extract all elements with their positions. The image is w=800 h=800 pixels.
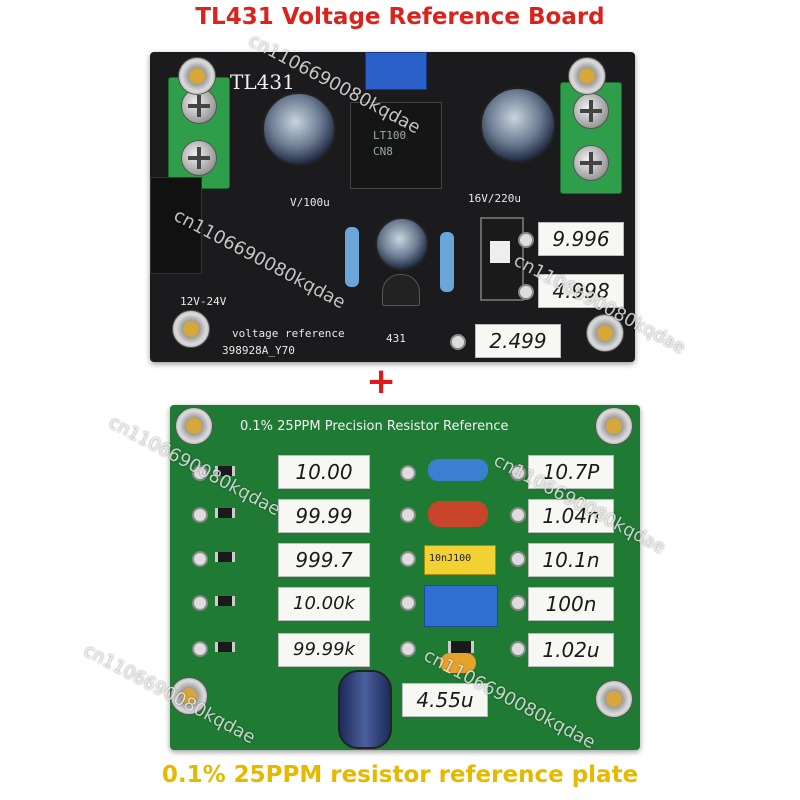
- test-pad-icon: [400, 465, 416, 481]
- right-terminal-block: [560, 82, 622, 194]
- capacitor-label: 100n: [528, 587, 614, 621]
- resistor-label: 10.00k: [278, 587, 370, 621]
- standoff-icon: [172, 310, 210, 348]
- terminal-screw-icon: [181, 140, 217, 176]
- capacitor-label: 1.04n: [528, 499, 614, 533]
- box-capacitor-icon: [424, 585, 498, 627]
- standoff-icon: [178, 57, 216, 95]
- film-capacitor-icon: 10nJ100: [424, 545, 496, 575]
- capacitor-label: 10.7P: [528, 455, 614, 489]
- silk-cap-left: V/100u: [290, 196, 330, 209]
- test-pad-icon: [510, 507, 526, 523]
- resistor-icon: [345, 227, 359, 287]
- chip-text-line2: CN8: [373, 145, 393, 158]
- resistor-icon: [440, 232, 454, 292]
- tantalum-capacitor-icon: [440, 653, 476, 673]
- plus-sign: +: [366, 361, 397, 402]
- ceramic-capacitor-icon: [428, 459, 488, 481]
- silk-cap-right: 16V/220u: [468, 192, 521, 205]
- voltage-label-5v: 4.998: [538, 274, 624, 308]
- dc-jack: [150, 177, 202, 274]
- test-pad-icon: [518, 284, 534, 300]
- trimmer-potentiometer: [365, 52, 427, 90]
- voltage-label-10v: 9.996: [538, 222, 624, 256]
- smd-resistor-icon: [215, 466, 235, 476]
- cap-marking: 10nJ100: [429, 553, 472, 564]
- silk-431: 431: [386, 332, 406, 345]
- electrolytic-capacitor-icon: [480, 87, 556, 163]
- standoff-icon: [595, 407, 633, 445]
- top-title: TL431 Voltage Reference Board: [195, 4, 605, 30]
- resistor-label: 99.99: [278, 499, 370, 533]
- silk-input-voltage: 12V-24V: [180, 295, 227, 308]
- smd-resistor-icon: [215, 552, 235, 562]
- test-pad-icon: [400, 595, 416, 611]
- test-pad-icon: [400, 507, 416, 523]
- film-capacitor-icon: [428, 501, 488, 527]
- test-pad-icon: [192, 641, 208, 657]
- slide-switch: [480, 217, 524, 301]
- capacitor-label: 10.1n: [528, 543, 614, 577]
- test-pad-icon: [400, 551, 416, 567]
- test-pad-icon: [510, 465, 526, 481]
- terminal-screw-icon: [573, 93, 609, 129]
- left-terminal-block: [168, 77, 230, 189]
- test-pad-icon: [192, 595, 208, 611]
- standoff-icon: [175, 407, 213, 445]
- electrolytic-capacitor-icon: [262, 92, 336, 166]
- smd-resistor-icon: [215, 508, 235, 518]
- electrolytic-capacitor-icon: [375, 217, 429, 271]
- tl431-board: LT100 CN8 TL431 V/100u 16V/220u 12V-24V …: [150, 52, 635, 362]
- test-pad-icon: [518, 232, 534, 248]
- test-pad-icon: [510, 551, 526, 567]
- standoff-icon: [595, 680, 633, 718]
- test-pad-icon: [192, 551, 208, 567]
- resistor-label: 99.99k: [278, 633, 370, 667]
- voltage-label-2v5: 2.499: [475, 324, 561, 358]
- standoff-icon: [586, 314, 624, 352]
- silk-voltage-reference: voltage reference: [232, 327, 345, 340]
- resistor-label: 999.7: [278, 543, 370, 577]
- chip-text-line1: LT100: [373, 129, 407, 142]
- silk-board-code: 398928A_Y70: [222, 344, 295, 357]
- resistor-label: 10.00: [278, 455, 370, 489]
- bottom-title: 0.1% 25PPM resistor reference plate: [161, 762, 639, 788]
- test-pad-icon: [192, 507, 208, 523]
- test-pad-icon: [450, 334, 466, 350]
- test-pad-icon: [510, 641, 526, 657]
- standoff-icon: [170, 677, 208, 715]
- smd-resistor-icon: [215, 596, 235, 606]
- terminal-screw-icon: [573, 145, 609, 181]
- silk-board2-title: 0.1% 25PPM Precision Resistor Reference: [240, 419, 509, 434]
- tl431-transistor: [382, 274, 420, 306]
- resistor-reference-board: 0.1% 25PPM Precision Resistor Reference …: [170, 405, 640, 750]
- ic-chip: LT100 CN8: [350, 102, 442, 189]
- electrolytic-capacitor-icon: [338, 670, 392, 749]
- test-pad-icon: [510, 595, 526, 611]
- test-pad-icon: [192, 465, 208, 481]
- silk-tl431: TL431: [230, 70, 295, 94]
- smd-resistor-icon: [215, 642, 235, 652]
- bottom-capacitor-label: 4.55u: [402, 683, 488, 717]
- test-pad-icon: [400, 641, 416, 657]
- smd-capacitor-icon: [448, 641, 474, 653]
- standoff-icon: [568, 57, 606, 95]
- capacitor-label: 1.02u: [528, 633, 614, 667]
